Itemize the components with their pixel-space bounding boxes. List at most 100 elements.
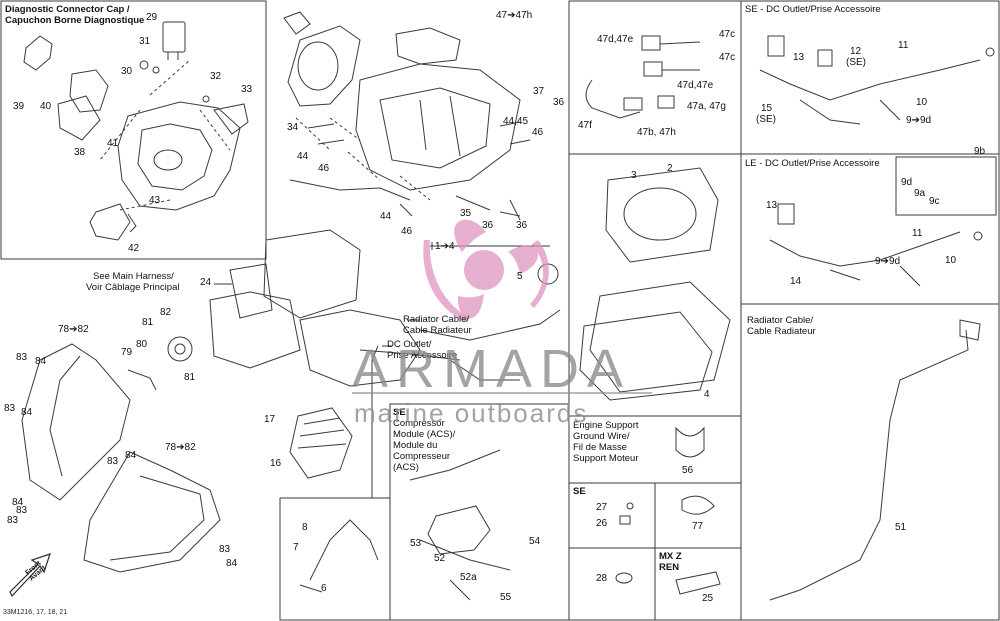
part-label: 10 — [945, 255, 957, 266]
part-label: 84 — [21, 407, 33, 418]
part-label: 78➔82 — [58, 324, 89, 335]
le-dc-outlet-header: LE - DC Outlet/Prise Accessoire — [745, 158, 880, 169]
part-label: 55 — [500, 592, 512, 603]
part-label: 39 — [13, 101, 25, 112]
part-label: 17 — [264, 414, 276, 425]
part-label: 47c — [719, 29, 736, 40]
part-label: 37 — [533, 86, 545, 97]
part-label: 9b — [974, 146, 986, 157]
part-label: 44 — [380, 211, 392, 222]
watermark-title: ARMADA — [352, 339, 632, 399]
le-inset-frame — [895, 156, 997, 216]
part-label: 16 — [270, 458, 282, 469]
part-label: 52 — [434, 553, 446, 564]
mxz-ren-panel-frame — [654, 547, 742, 621]
part-label: 9➔9d — [875, 256, 901, 267]
compressor-header-se: SE — [393, 407, 406, 418]
part-label: 9➔9d — [906, 115, 932, 126]
part-77-panel-frame — [654, 482, 742, 549]
part-label: 26 — [596, 518, 608, 529]
part-label: 38 — [74, 147, 86, 158]
document-code: 33M1216, 17, 18, 21 — [3, 609, 68, 616]
part-label: 3 — [631, 170, 637, 181]
engine-support-header-line3: Fil de Masse — [573, 442, 627, 453]
part-label: 10 — [916, 97, 928, 108]
part-label: 15 — [761, 103, 773, 114]
part-label: 34 — [287, 122, 299, 133]
part-label: 47➔47h — [496, 10, 533, 21]
dc-outlet-callout-line1: DC Outlet/ — [387, 339, 432, 350]
radiator-cable-panel-frame — [740, 303, 1000, 621]
part-label: 28 — [596, 573, 608, 584]
part-label: 47f — [578, 120, 592, 131]
le-dc-outlet-panel-frame — [740, 153, 1000, 305]
part-label: 1➔4 — [435, 241, 455, 252]
diagnostic-panel-frame — [0, 0, 267, 260]
front-arrow-icon — [9, 553, 51, 598]
part-label: 83 — [4, 403, 16, 414]
wiring-detail-panel-frame — [279, 497, 391, 621]
part-label: 31 — [139, 36, 151, 47]
part-label: 83 — [7, 515, 19, 526]
se-dc-outlet-header: SE - DC Outlet/Prise Accessoire — [745, 4, 881, 15]
part-label: 77 — [692, 521, 704, 532]
compressor-header-line5: (ACS) — [393, 462, 419, 473]
radiator-callout-line2: Cable Radiateur — [403, 325, 472, 336]
diagnostic-header-line1: Diagnostic Connector Cap / — [5, 4, 130, 15]
compressor-header-line3: Module du — [393, 440, 438, 451]
part-label: 42 — [128, 243, 140, 254]
part-label: 43 — [149, 195, 161, 206]
part-label: 6 — [321, 583, 327, 594]
compressor-header-line4: Compresseur — [393, 451, 451, 462]
part-label: 81 — [184, 372, 196, 383]
diagnostic-header-line2: Capuchon Borne Diagnostique — [5, 15, 145, 26]
part-label: 9a — [914, 188, 926, 199]
part-label: 5 — [517, 271, 523, 282]
part-label: 32 — [210, 71, 222, 82]
part-label: 30 — [121, 66, 133, 77]
part-label: 40 — [40, 101, 52, 112]
part-label: 84 — [125, 450, 137, 461]
part-label: 56 — [682, 465, 694, 476]
part-label: 83 — [219, 544, 231, 555]
engine-support-header-line2: Ground Wire/ — [573, 431, 630, 442]
compressor-header-line2: Module (ACS)/ — [393, 429, 456, 440]
mxz-header-line2: REN — [659, 562, 680, 573]
see-main-harness-line1: See Main Harness/ — [93, 271, 174, 282]
part-label: 13 — [793, 52, 805, 63]
part-label: 47c — [719, 52, 736, 63]
part-label: 36 — [482, 220, 494, 231]
part-label: 80 — [136, 339, 148, 350]
part-label: 9c — [929, 196, 940, 207]
part-label: 27 — [596, 502, 608, 513]
part-label: 35 — [460, 208, 472, 219]
part-label: 36 — [516, 220, 528, 231]
part-label: 11 — [898, 40, 909, 51]
dc-outlet-callout-line2: Prise Accessoire — [387, 350, 458, 361]
part-label: 46 — [401, 226, 413, 237]
part-label: 47a, 47g — [687, 101, 726, 112]
part-label: 11 — [912, 228, 923, 239]
part-label: 29 — [146, 12, 158, 23]
part-label: 14 — [790, 276, 802, 287]
part-label: 84 — [226, 558, 238, 569]
part-label: 83 — [16, 352, 28, 363]
part-label: 8 — [302, 522, 308, 533]
part-label: 52a — [460, 572, 477, 583]
part-label: 13 — [766, 200, 778, 211]
part-label: 36 — [553, 97, 565, 108]
se-dc-outlet-panel-frame — [740, 0, 1000, 155]
part-label: 84 — [35, 356, 47, 367]
part-label: 54 — [529, 536, 541, 547]
radiator-callout-line1: Radiator Cable/ — [403, 314, 470, 325]
part-28-panel-frame — [568, 547, 656, 621]
part-label: 41 — [107, 138, 119, 149]
part-label: 47d,47e — [677, 80, 714, 91]
part-label: 33 — [241, 84, 253, 95]
part-label: 24 — [200, 277, 212, 288]
part-label: 51 — [895, 522, 907, 533]
se-small-header: SE — [573, 486, 586, 497]
compressor-header-line1: Compressor — [393, 418, 445, 429]
